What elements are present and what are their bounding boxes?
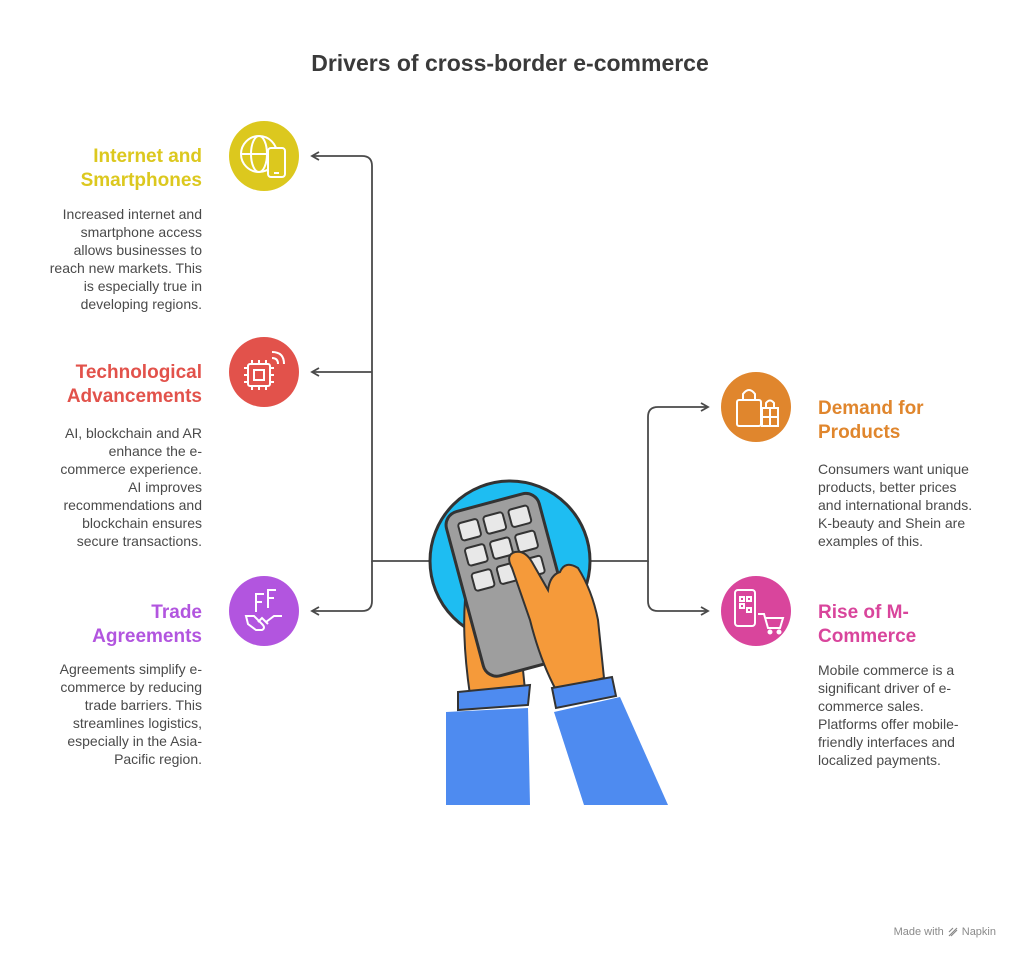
- icon-mcommerce: [721, 576, 791, 646]
- page-title: Drivers of cross-border e-commerce: [311, 50, 709, 76]
- desc-mcommerce: Mobile commerce is a significant driver …: [818, 662, 959, 768]
- left-arm: [446, 708, 530, 805]
- desc-trade: Agreements simplify e- commerce by reduc…: [59, 661, 202, 767]
- right-sleeve: [550, 675, 618, 710]
- icon-tech: [229, 337, 299, 407]
- made-with-label: Made with: [893, 926, 944, 938]
- icon-demand: [721, 372, 791, 442]
- heading-demand: Demand for Products: [818, 398, 924, 443]
- heading-mcommerce: Rise of M- Commerce: [818, 602, 917, 647]
- heading-internet: Internet and Smartphones: [80, 146, 202, 191]
- connector-demand: [590, 402, 710, 562]
- right-arm: [554, 697, 668, 805]
- desc-tech: AI, blockchain and AR enhance the e- com…: [60, 425, 202, 549]
- connectors: [310, 151, 710, 616]
- napkin-brand: Napkin: [961, 926, 996, 938]
- footer-credit[interactable]: Made with Napkin: [894, 926, 996, 938]
- heading-tech: Technological Advancements: [66, 362, 202, 407]
- icon-trade: [229, 576, 299, 646]
- desc-demand: Consumers want unique products, better p…: [818, 461, 973, 549]
- heading-trade: Trade Agreements: [92, 602, 202, 647]
- connector-internet: [310, 151, 430, 562]
- napkin-logo-icon: [948, 927, 958, 937]
- connector-mcommerce: [647, 561, 710, 616]
- left-sleeve: [457, 683, 532, 712]
- connector-trade: [310, 561, 373, 616]
- central-illustration: [428, 479, 668, 805]
- icon-internet: [229, 121, 299, 191]
- desc-internet: Increased internet and smartphone access…: [49, 206, 202, 312]
